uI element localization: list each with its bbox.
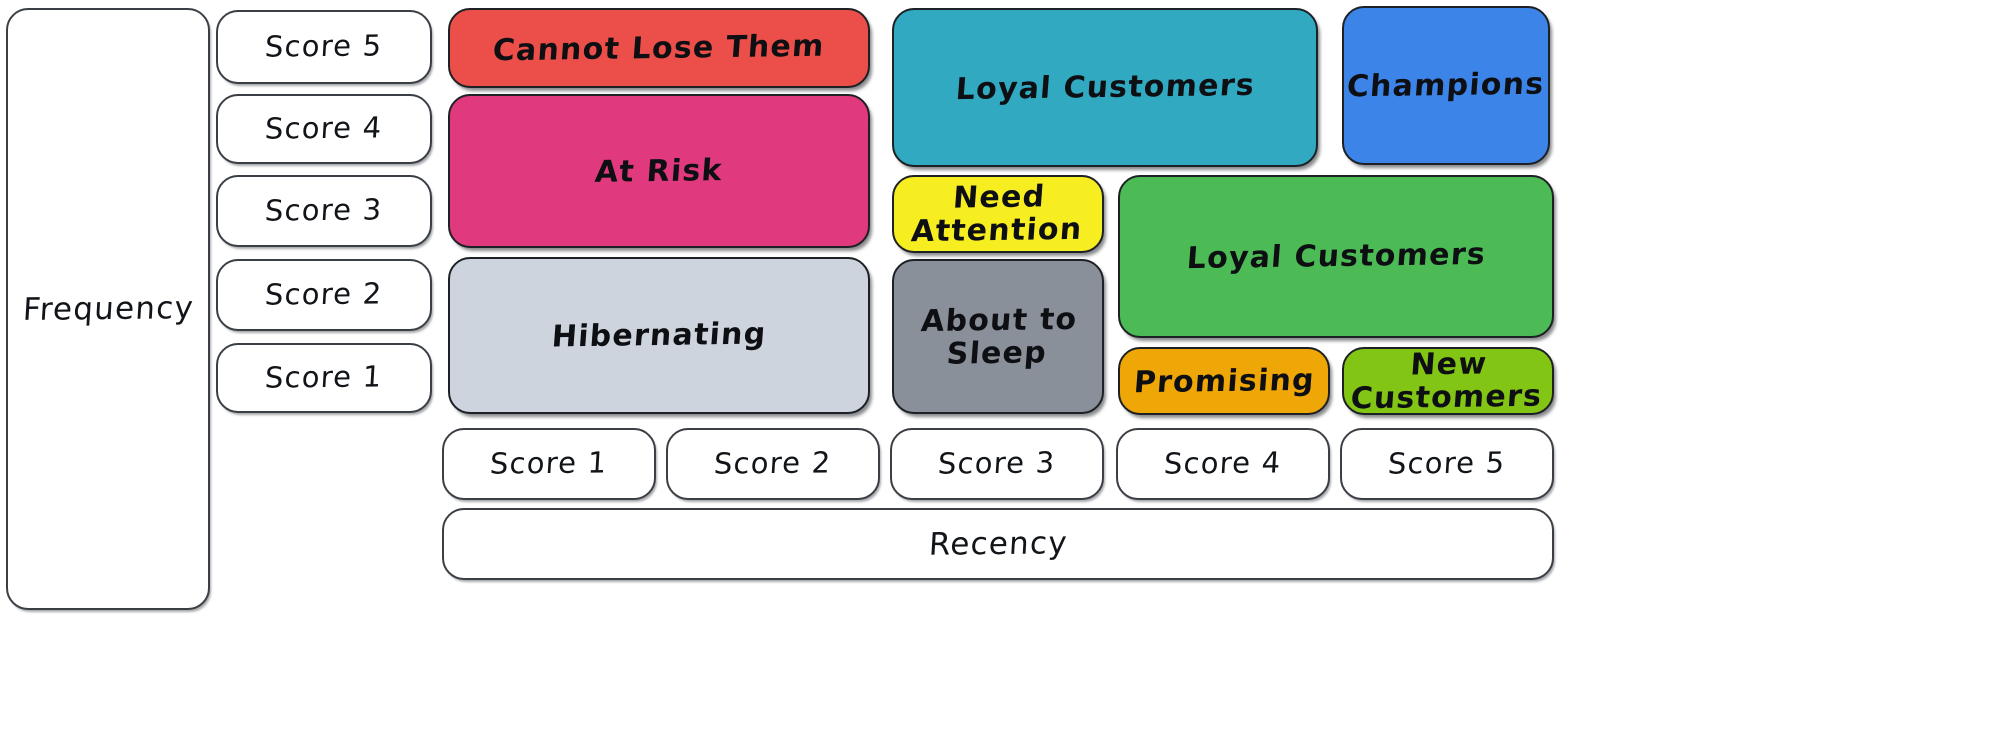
frequency-score-4[interactable]: Score 4 — [216, 94, 432, 164]
frequency-score-1[interactable]: Score 1 — [216, 343, 432, 413]
recency-axis-label-text: Recency — [927, 525, 1069, 563]
segment-cannot-lose-them[interactable]: Cannot Lose Them — [448, 8, 870, 88]
segment-need-attention[interactable]: Need Attention — [892, 175, 1104, 253]
segment-loyal-customers-teal-wide[interactable]: Loyal Customers — [892, 8, 1318, 167]
segment-loyal-customers-green[interactable]: Loyal Customers — [1118, 175, 1554, 338]
frequency-score-2-label: Score 2 — [264, 276, 384, 312]
recency-axis-label: Recency — [442, 508, 1554, 580]
frequency-score-5[interactable]: Score 5 — [216, 10, 432, 84]
frequency-score-5-label: Score 5 — [264, 28, 384, 64]
segment-hibernating-label: Hibernating — [550, 316, 768, 355]
segment-hibernating[interactable]: Hibernating — [448, 257, 870, 414]
segment-cannot-lose-them-label: Cannot Lose Them — [491, 28, 827, 68]
recency-score-2-label: Score 2 — [713, 445, 833, 481]
segment-champions[interactable]: Champions — [1342, 6, 1550, 165]
segment-promising[interactable]: Promising — [1118, 347, 1330, 415]
recency-score-4[interactable]: Score 4 — [1116, 428, 1330, 500]
segment-at-risk[interactable]: At Risk — [448, 94, 870, 248]
frequency-axis-label: Frequency — [6, 8, 210, 610]
recency-score-2[interactable]: Score 2 — [666, 428, 880, 500]
segment-at-risk-label: At Risk — [593, 152, 725, 190]
frequency-score-3-label: Score 3 — [264, 192, 384, 228]
recency-score-5-label: Score 5 — [1387, 445, 1507, 481]
recency-score-3[interactable]: Score 3 — [890, 428, 1104, 500]
recency-score-1[interactable]: Score 1 — [442, 428, 656, 500]
frequency-score-4-label: Score 4 — [264, 110, 384, 146]
segment-loyal-customers-teal-wide-label: Loyal Customers — [954, 67, 1256, 108]
frequency-score-2[interactable]: Score 2 — [216, 259, 432, 331]
segment-champions-label: Champions — [1345, 66, 1547, 105]
segment-need-attention-label: Need Attention — [909, 179, 1084, 250]
segment-about-to-sleep[interactable]: About to Sleep — [892, 259, 1104, 414]
segment-about-to-sleep-label: About to Sleep — [919, 301, 1079, 372]
recency-score-4-label: Score 4 — [1163, 445, 1283, 481]
recency-score-3-label: Score 3 — [937, 445, 1057, 481]
recency-score-1-label: Score 1 — [489, 445, 609, 481]
frequency-score-3[interactable]: Score 3 — [216, 175, 432, 247]
frequency-score-1-label: Score 1 — [264, 359, 384, 395]
recency-score-5[interactable]: Score 5 — [1340, 428, 1554, 500]
segment-loyal-customers-green-label: Loyal Customers — [1185, 236, 1487, 277]
segment-new-customers-label: New Customers — [1349, 346, 1544, 417]
frequency-axis-label-text: Frequency — [21, 290, 195, 328]
segment-new-customers[interactable]: New Customers — [1342, 346, 1554, 417]
segment-promising-label: Promising — [1132, 362, 1316, 400]
